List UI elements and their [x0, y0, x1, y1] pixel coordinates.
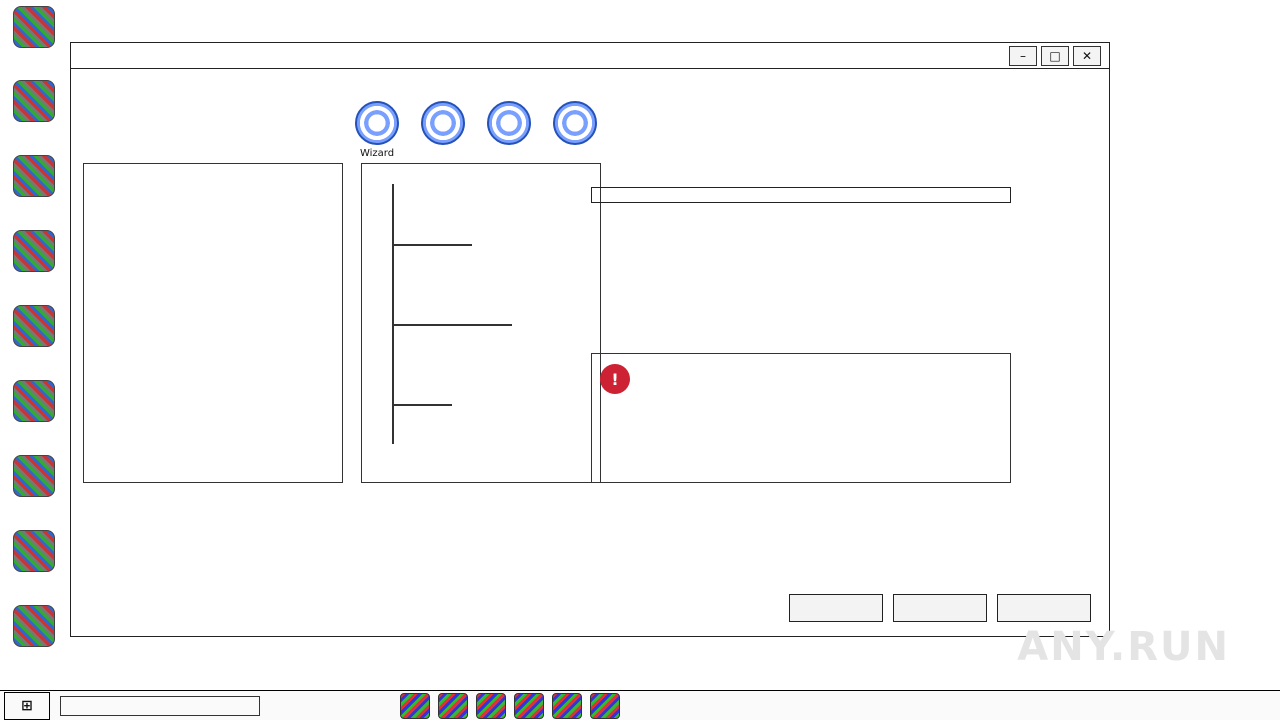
close-button[interactable]: ✕	[1073, 45, 1101, 66]
maximize-button[interactable]: □	[1041, 45, 1069, 66]
toolbar-item[interactable]	[549, 101, 601, 161]
disk-icon	[421, 101, 465, 145]
progress-bar	[591, 187, 1011, 203]
tree-panel	[361, 163, 601, 483]
desktop-icons	[0, 0, 70, 690]
details-panel	[83, 163, 343, 483]
desktop-icon[interactable]	[4, 155, 64, 215]
title-bar[interactable]: – □ ✕	[71, 43, 1109, 69]
desktop-icon[interactable]	[4, 605, 64, 665]
app-icon	[13, 305, 55, 347]
tree-connector	[392, 324, 512, 326]
taskbar-app-icon[interactable]	[438, 693, 468, 719]
app-icon	[13, 455, 55, 497]
tree-connector	[392, 244, 472, 246]
taskbar-apps	[400, 693, 620, 719]
desktop-icon[interactable]	[4, 80, 64, 140]
windows-logo-icon: ⊞	[21, 698, 33, 714]
tree-connector	[392, 184, 394, 444]
desktop-icon[interactable]	[4, 230, 64, 290]
cancel-button[interactable]	[997, 594, 1091, 622]
partition-icon	[487, 101, 531, 145]
taskbar: ⊞	[0, 690, 1280, 720]
app-icon	[13, 605, 55, 647]
tools-icon	[553, 101, 597, 145]
status-log: !	[591, 353, 1011, 483]
close-icon: ✕	[1081, 48, 1093, 63]
desktop-icon[interactable]	[4, 530, 64, 590]
taskbar-app-icon[interactable]	[476, 693, 506, 719]
minimize-icon: –	[1020, 48, 1026, 63]
app-icon	[13, 380, 55, 422]
next-button[interactable]	[893, 594, 987, 622]
taskbar-app-icon[interactable]	[514, 693, 544, 719]
app-icon	[13, 230, 55, 272]
app-icon	[13, 80, 55, 122]
app-icon	[13, 530, 55, 572]
app-icon	[13, 6, 55, 48]
toolbar-item-wizard[interactable]: Wizard	[351, 101, 403, 161]
app-icon	[13, 155, 55, 197]
taskbar-app-icon[interactable]	[400, 693, 430, 719]
tree-connector	[392, 404, 452, 406]
toolbar-item[interactable]	[417, 101, 469, 161]
minimize-button[interactable]: –	[1009, 45, 1037, 66]
taskbar-app-icon[interactable]	[552, 693, 582, 719]
toolbar: Wizard	[351, 101, 601, 161]
back-button[interactable]	[789, 594, 883, 622]
maximize-icon: □	[1049, 48, 1061, 63]
taskbar-app-icon[interactable]	[590, 693, 620, 719]
taskbar-search[interactable]	[60, 696, 260, 716]
progress-section	[591, 183, 1011, 203]
desktop-icon[interactable]	[4, 305, 64, 365]
toolbar-item[interactable]	[483, 101, 535, 161]
wizard-icon	[355, 101, 399, 145]
wizard-window: – □ ✕ Wizard	[70, 42, 1110, 637]
wizard-buttons	[789, 594, 1091, 622]
start-button[interactable]: ⊞	[4, 692, 50, 720]
watermark: ANY.RUN	[1017, 624, 1230, 670]
desktop-icon[interactable]	[4, 455, 64, 515]
warning-icon: !	[600, 364, 630, 394]
toolbar-item-label: Wizard	[359, 148, 395, 159]
desktop-icon[interactable]	[4, 6, 64, 66]
desktop-icon[interactable]	[4, 380, 64, 440]
